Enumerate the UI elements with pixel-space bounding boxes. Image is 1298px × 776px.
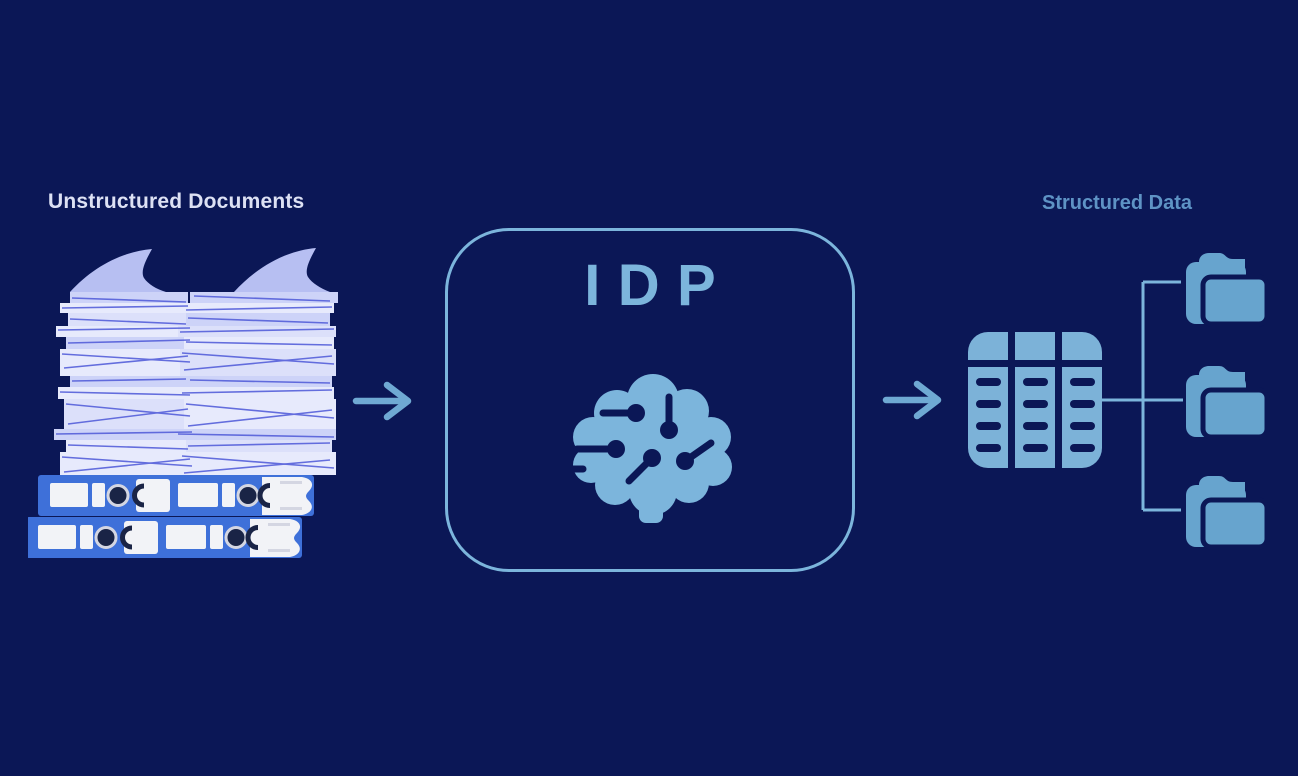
page-curl-icon (70, 248, 330, 292)
idp-title: IDP (584, 253, 734, 318)
folder-icon (1186, 253, 1267, 324)
folder-icon (1186, 366, 1267, 437)
folder-icon (1186, 476, 1267, 547)
arrow-right-icon (352, 381, 412, 421)
brain-circuit-icon (565, 374, 732, 523)
unstructured-documents-label: Unstructured Documents (48, 190, 305, 213)
structured-data-label: Structured Data (1041, 192, 1193, 214)
paper-pile (54, 292, 338, 475)
folder-tree (1102, 240, 1295, 570)
arrow-right-icon (882, 380, 942, 420)
data-table-icon (968, 332, 1102, 468)
binder-icon-row-2 (28, 517, 302, 558)
document-stack-icon (28, 248, 338, 564)
connector-lines (1102, 280, 1183, 512)
idp-process-box: IDP (445, 228, 855, 572)
binder-icon-row-1 (38, 475, 314, 516)
